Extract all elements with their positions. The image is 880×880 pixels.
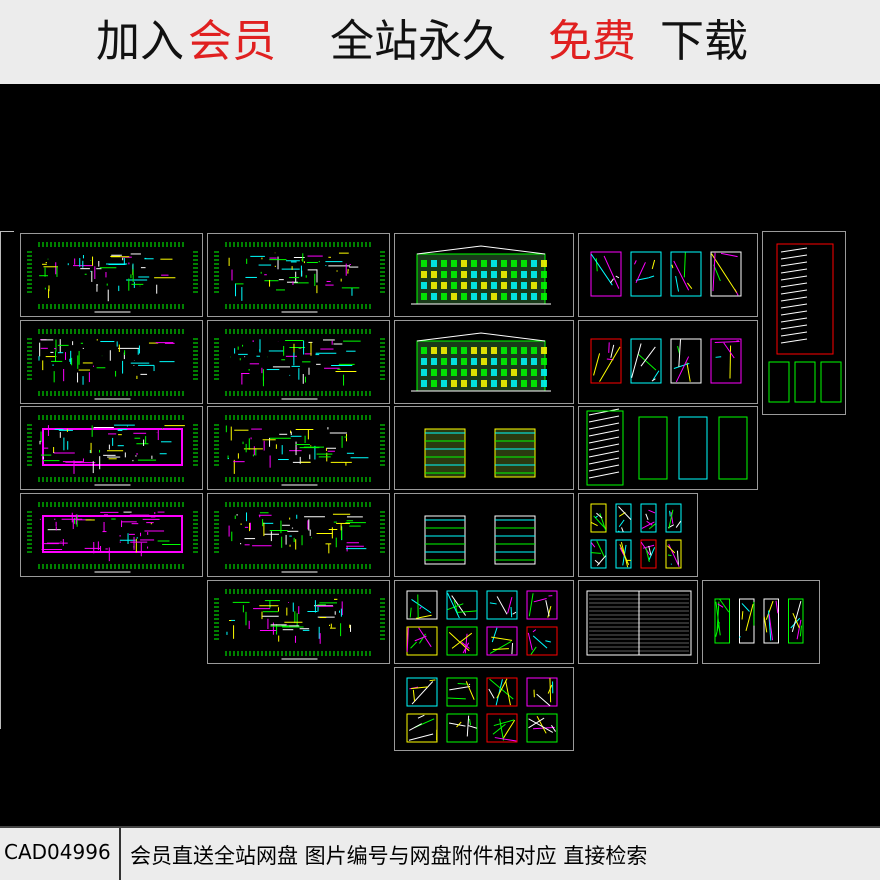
banner-text-download: 下载 <box>660 16 748 67</box>
drawing-linework <box>214 502 385 573</box>
footer-divider <box>119 828 121 880</box>
footer-note: 会员直送全站网盘 图片编号与网盘附件相对应 直接检索 <box>130 844 648 868</box>
sheet-floor-plan-4[interactable] <box>20 493 203 577</box>
drawing-linework <box>27 242 198 313</box>
sheet-floor-plan-5[interactable] <box>207 233 390 317</box>
drawing-linework <box>214 415 385 486</box>
drawing-linework <box>411 245 551 305</box>
cad-drawing-canvas[interactable] <box>0 84 880 826</box>
drawing-linework <box>424 428 536 478</box>
drawing-linework <box>586 590 692 656</box>
sheet-details-1[interactable] <box>394 580 574 664</box>
sheet-floor-plan-1[interactable] <box>20 233 203 317</box>
drawing-linework <box>27 502 198 573</box>
sheet-floor-plan-8[interactable] <box>207 493 390 577</box>
drawing-linework <box>424 515 536 565</box>
sheet-wall-sections[interactable] <box>578 493 698 577</box>
layout-frame-edge <box>0 231 14 729</box>
sheet-unit-plans-1[interactable] <box>578 233 758 317</box>
sheet-elevation-sides[interactable] <box>394 406 574 490</box>
drawing-linework <box>214 329 385 400</box>
drawing-linework <box>590 503 682 569</box>
sheet-elevation-front[interactable] <box>394 233 574 317</box>
drawing-linework <box>406 590 558 656</box>
sheet-elevation-rear[interactable] <box>394 320 574 404</box>
drawing-linework <box>768 243 842 403</box>
drawing-linework <box>590 251 742 297</box>
footer-bar: CAD04996 会员直送全站网盘 图片编号与网盘附件相对应 直接检索 <box>0 826 880 880</box>
drawing-linework <box>406 677 558 743</box>
banner-text-site-forever: 全站永久 <box>330 16 506 67</box>
sheet-stair-details[interactable] <box>578 406 758 490</box>
drawing-linework <box>214 242 385 313</box>
drawing-linework <box>586 408 748 486</box>
sheet-sections[interactable] <box>394 493 574 577</box>
sheet-floor-plan-9[interactable] <box>207 580 390 664</box>
drawing-linework <box>411 332 551 392</box>
drawing-linework <box>714 598 804 644</box>
banner-text-member: 会员 <box>188 16 276 67</box>
sheet-details-2[interactable] <box>394 667 574 751</box>
banner-text-join: 加入 <box>96 16 184 67</box>
drawing-code: CAD04996 <box>4 840 111 864</box>
drawing-linework <box>27 415 198 486</box>
sheet-floor-plan-6[interactable] <box>207 320 390 404</box>
sheet-stair-section-tall[interactable] <box>762 231 846 415</box>
sheet-window-details[interactable] <box>702 580 820 664</box>
sheet-floor-plan-2[interactable] <box>20 320 203 404</box>
sheet-floor-plan-7[interactable] <box>207 406 390 490</box>
sheet-floor-plan-3[interactable] <box>20 406 203 490</box>
sheet-unit-plans-2[interactable] <box>578 320 758 404</box>
drawing-linework <box>214 589 385 660</box>
sheet-drawing-index[interactable] <box>578 580 698 664</box>
banner-text-free: 免费 <box>548 16 636 67</box>
drawing-linework <box>27 329 198 400</box>
drawing-linework <box>590 338 742 384</box>
promo-banner: 加入 会员 全站永久 免费 下载 <box>0 0 880 84</box>
